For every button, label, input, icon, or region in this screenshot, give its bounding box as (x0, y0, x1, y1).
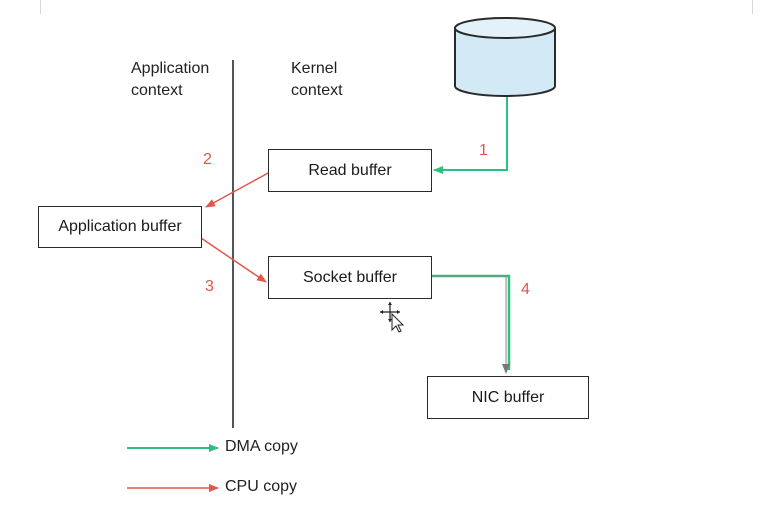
disk-cylinder-icon (454, 17, 556, 97)
application-context-label: Application context (131, 60, 210, 99)
move-cursor-icon (380, 302, 405, 333)
cpu-arrow-read-to-application-buffer (205, 171, 271, 208)
nic-buffer-box: NIC buffer (427, 376, 589, 419)
step-4-label: 4 (521, 281, 530, 298)
cpu-arrow-application-to-socket-buffer (200, 237, 267, 283)
read-buffer-box: Read buffer (268, 149, 432, 192)
window-frame-right (752, 0, 753, 14)
dma-arrow-socket-to-nic-buffer (432, 274, 511, 374)
step-3-label: 3 (205, 278, 214, 295)
legend-dma-label: DMA copy (225, 438, 298, 455)
window-frame-left (40, 0, 41, 14)
step-2-label: 2 (203, 151, 212, 168)
socket-buffer-box: Socket buffer (268, 256, 432, 299)
step-1-label: 1 (479, 142, 488, 159)
legend-cpu-label: CPU copy (225, 478, 298, 495)
dma-arrow-disk-to-read-buffer (433, 97, 508, 174)
kernel-context-label: Kernel context (291, 60, 343, 99)
application-buffer-box: Application buffer (38, 206, 202, 248)
